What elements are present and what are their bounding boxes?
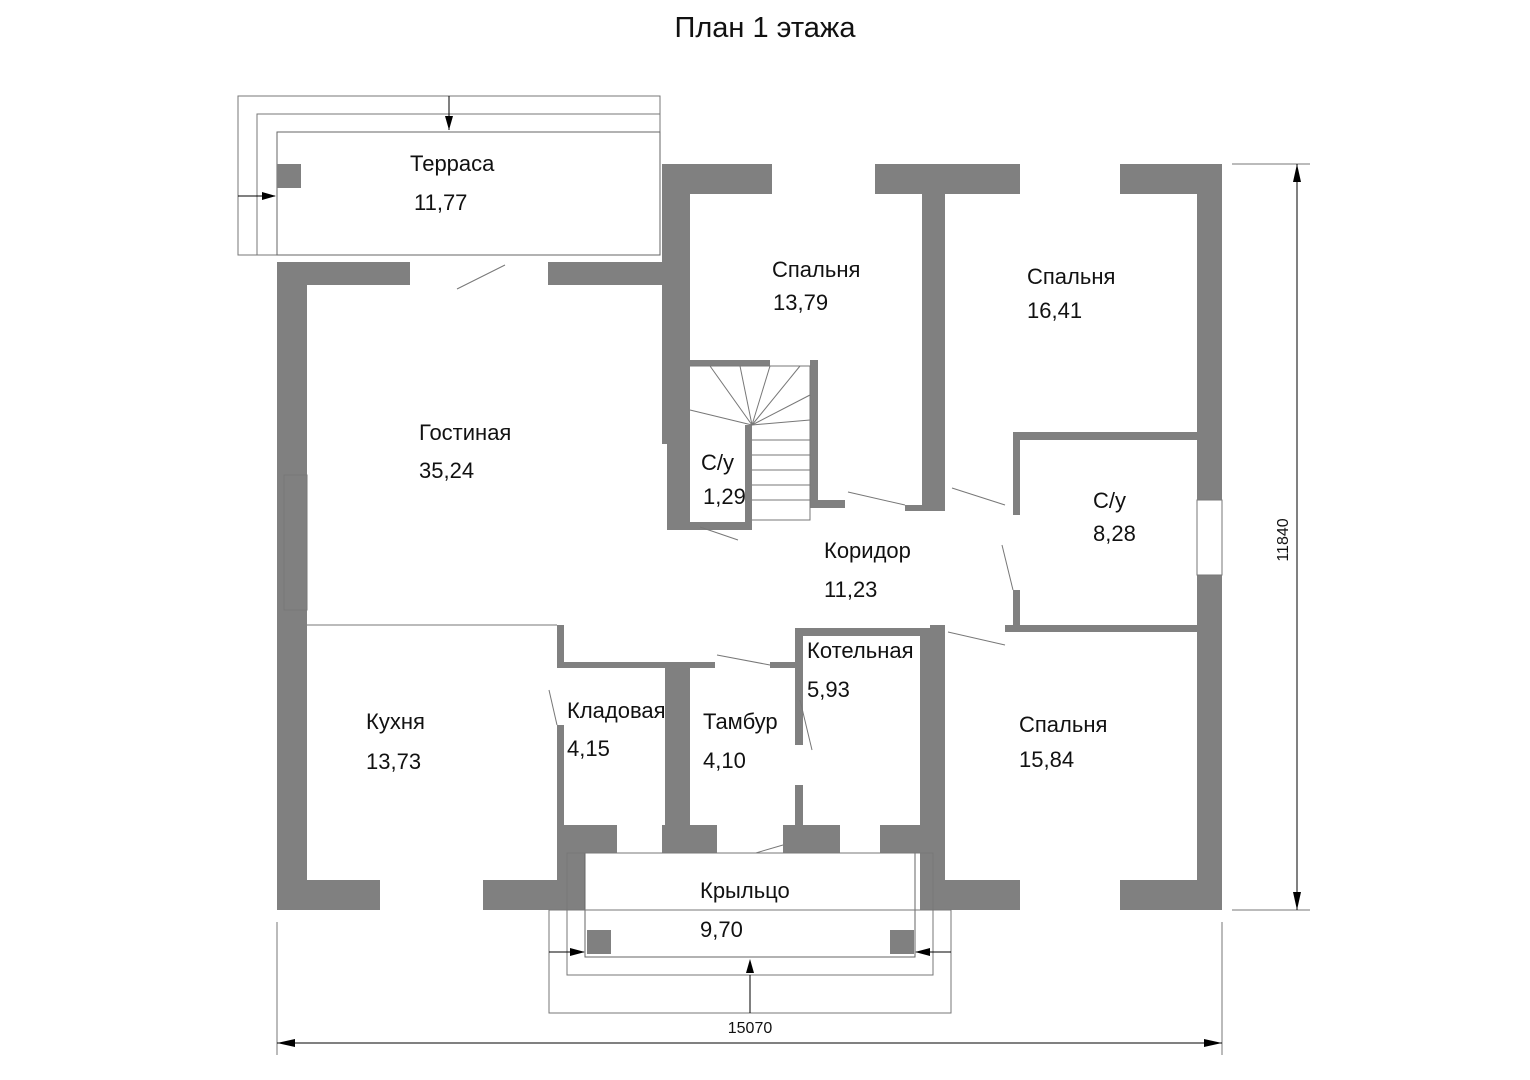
room-name: Спальня: [1019, 712, 1107, 737]
wall: [277, 880, 380, 910]
wall: [690, 360, 770, 366]
wall: [277, 262, 410, 285]
wall: [875, 164, 1020, 194]
door-swing: [947, 631, 1006, 646]
room-area: 13,73: [366, 749, 421, 774]
room-name: Кладовая: [567, 698, 666, 723]
door-swing: [716, 654, 771, 666]
plan-title: План 1 этажа: [674, 12, 856, 44]
room-name: Спальня: [1027, 264, 1115, 289]
dimension-width: 15070: [276, 922, 1223, 1055]
room-area: 16,41: [1027, 298, 1082, 323]
window: [1196, 499, 1223, 576]
room-area: 13,79: [773, 290, 828, 315]
wall: [277, 262, 307, 910]
door-swing: [456, 264, 506, 290]
wall: [1013, 432, 1197, 440]
height-label: 11840: [1275, 518, 1292, 561]
stair-step: [751, 419, 811, 426]
wall: [770, 662, 795, 668]
wall: [783, 825, 840, 853]
stair-step: [751, 365, 771, 426]
wall: [1013, 590, 1020, 632]
door-swing: [951, 487, 1006, 506]
room-area: 35,24: [419, 458, 474, 483]
door-swing: [847, 491, 906, 506]
dimension-height: 11840: [1232, 163, 1310, 911]
wall: [815, 500, 845, 508]
wall: [1005, 625, 1197, 632]
room-name: Крыльцо: [700, 878, 790, 903]
room-name: Спальня: [772, 257, 860, 282]
column: [890, 930, 914, 954]
wall: [662, 164, 690, 444]
room-labels: Терраса11,77Спальня13,79Спальня16,41Гост…: [366, 151, 1136, 942]
room-name: Кухня: [366, 709, 425, 734]
stair-step: [709, 365, 753, 426]
room-name: Котельная: [807, 638, 914, 663]
wall: [1013, 432, 1020, 515]
room-name: Тамбур: [703, 709, 778, 734]
stair-step: [689, 409, 753, 426]
wall: [548, 262, 690, 285]
wall: [667, 440, 690, 530]
wall: [810, 360, 818, 508]
wall: [1120, 880, 1222, 910]
room-name: С/у: [1093, 488, 1126, 513]
door-swing: [548, 689, 558, 726]
wall: [662, 825, 717, 853]
wall: [1197, 575, 1222, 910]
wall: [557, 662, 715, 668]
wall: [557, 625, 564, 665]
room-area: 11,77: [414, 190, 467, 215]
stair-step: [751, 365, 801, 426]
door-swing: [1001, 544, 1014, 591]
wall: [557, 825, 617, 853]
wall: [795, 628, 803, 745]
wall: [795, 628, 945, 636]
wall: [922, 194, 945, 510]
room-area: 15,84: [1019, 747, 1074, 772]
door-swing: [699, 526, 739, 541]
window: [283, 474, 308, 611]
door-swing: [799, 699, 813, 751]
wall: [905, 505, 945, 511]
wall: [1197, 164, 1222, 500]
stair-step: [739, 365, 753, 426]
width-label: 15070: [728, 1020, 773, 1037]
room-name: С/у: [701, 450, 734, 475]
wall: [665, 668, 690, 825]
porch: [548, 852, 952, 1014]
column: [277, 164, 301, 188]
wall: [795, 785, 803, 825]
wall: [667, 522, 752, 530]
stair-step: [751, 394, 811, 426]
staircase: [689, 365, 811, 521]
room-name: Коридор: [824, 538, 911, 563]
room-area: 8,28: [1093, 521, 1136, 546]
room-name: Гостиная: [419, 420, 511, 445]
room-area: 11,23: [824, 577, 877, 602]
wall: [557, 725, 564, 825]
terrace: [237, 95, 661, 256]
room-name: Терраса: [410, 151, 495, 176]
room-area: 4,10: [703, 748, 746, 773]
wall: [745, 425, 752, 530]
room-area: 9,70: [700, 917, 743, 942]
column: [587, 930, 611, 954]
room-area: 1,29: [703, 484, 746, 509]
room-area: 5,93: [807, 677, 850, 702]
room-area: 4,15: [567, 736, 610, 761]
